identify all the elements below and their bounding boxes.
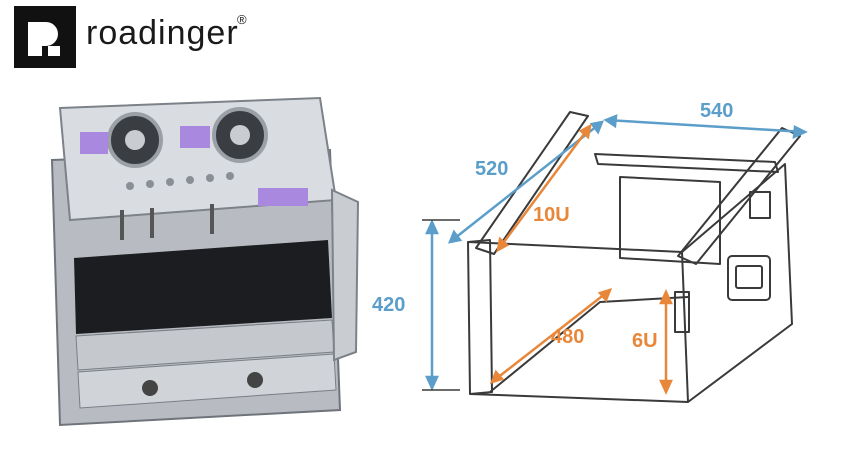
dimension-label-bottom-rack-units: 6U xyxy=(632,330,658,352)
dimension-label-depth-outer: 520 xyxy=(475,158,509,180)
product-photo xyxy=(50,96,360,427)
brand-name: roadinger xyxy=(86,14,239,52)
registered-mark: ® xyxy=(237,12,247,27)
roadinger-logo-icon xyxy=(14,6,76,68)
dimension-label-height: 420 xyxy=(372,294,406,316)
case-dimension-diagram xyxy=(422,111,808,403)
dimension-label-top-rack-units: 10U xyxy=(533,204,570,226)
brand-logo: roadinger ® xyxy=(14,6,314,68)
dimension-label-width: 540 xyxy=(700,100,734,122)
dimension-label-depth-inner: 480 xyxy=(551,326,585,348)
